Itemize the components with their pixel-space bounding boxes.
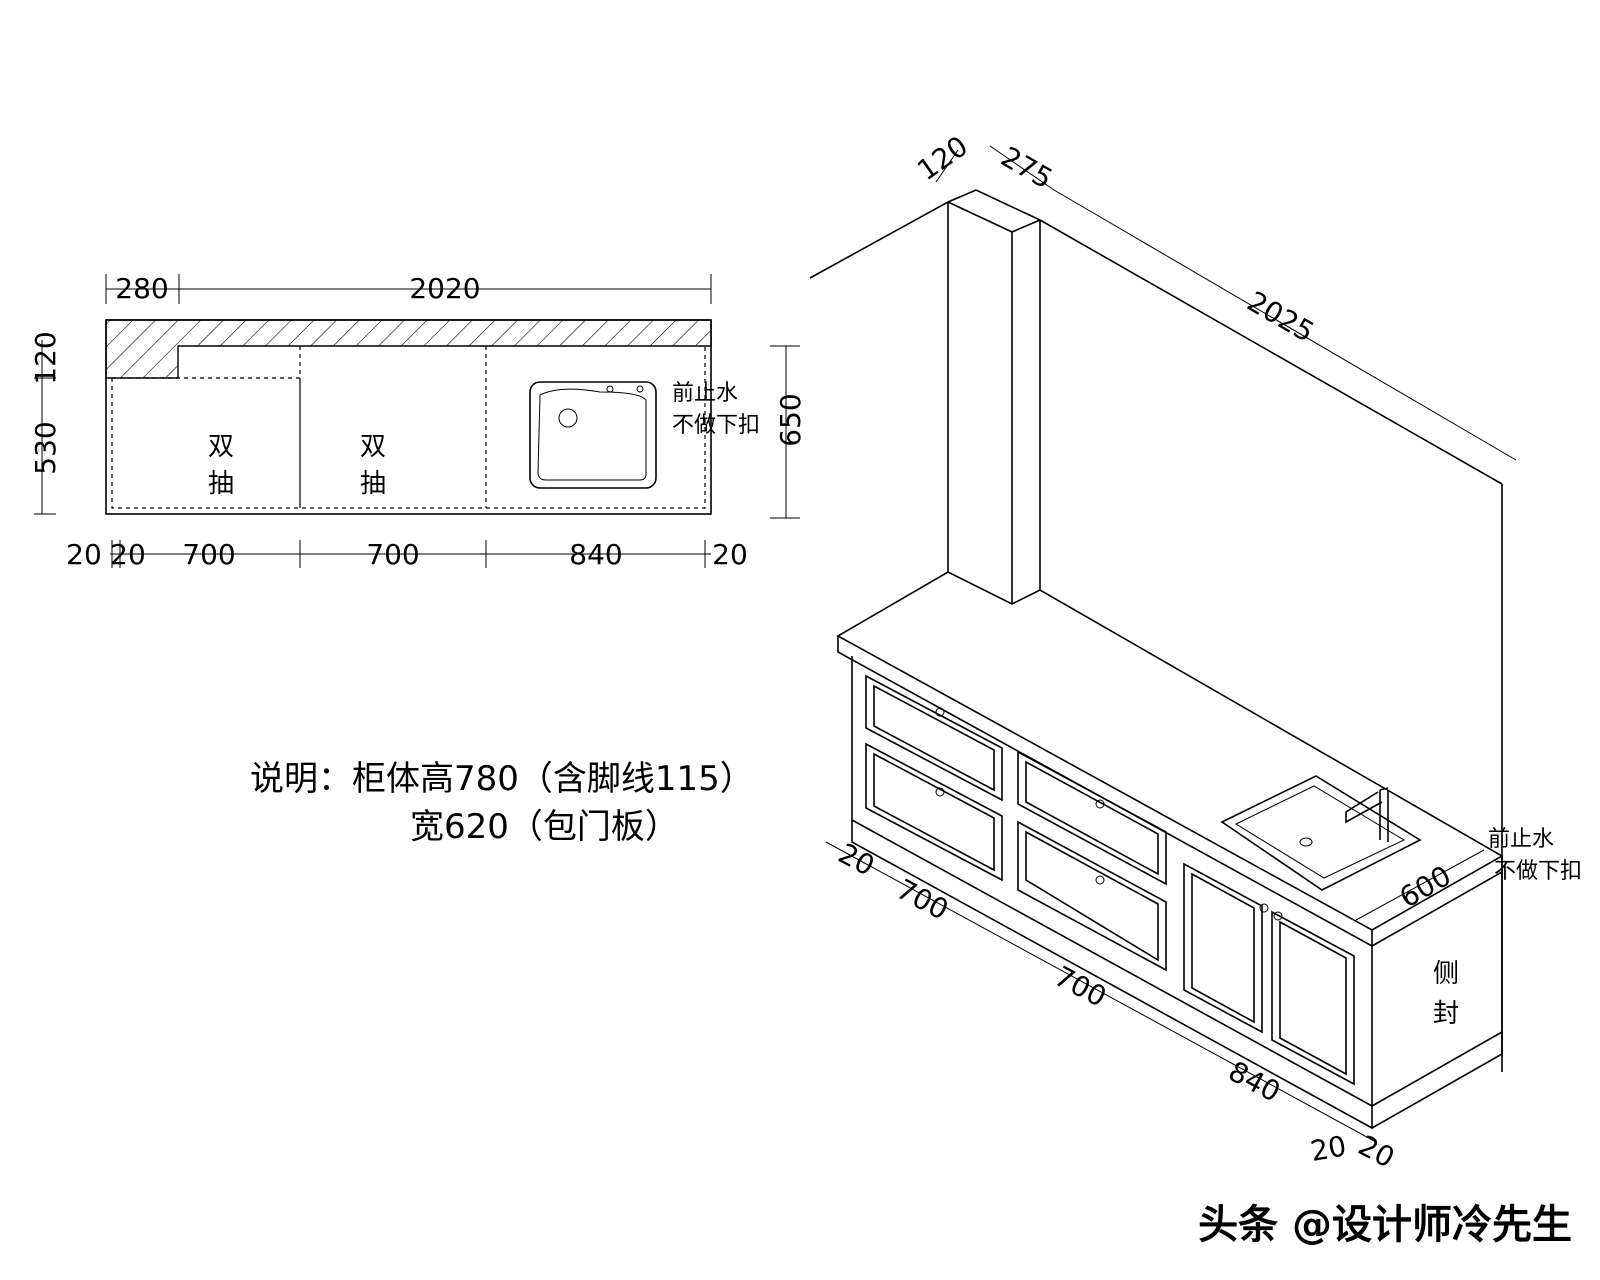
iso-drawers <box>865 674 1167 972</box>
iso-view: 120 275 2025 600 20 700 700 840 20 20 侧 … <box>809 129 1582 1175</box>
iso-dim-275: 275 <box>995 140 1058 195</box>
iso-dim-20-c: 20 <box>1353 1129 1400 1175</box>
dim-20-c: 20 <box>712 538 748 571</box>
iso-sink-note-b: 不做下扣 <box>1494 859 1582 884</box>
dim-700-b: 700 <box>366 538 419 571</box>
watermark: 头条 @设计师冷先生 <box>1198 1202 1572 1248</box>
dim-20-a: 20 <box>66 538 102 571</box>
note-line-1: 说明：柜体高780（含脚线115） <box>250 759 754 799</box>
plan-outline <box>105 319 712 515</box>
iso-cabinet-front <box>851 656 1373 1108</box>
dim-120-left: 120 <box>29 331 62 384</box>
iso-sink <box>1220 775 1422 891</box>
iso-dim-840: 840 <box>1223 1054 1286 1108</box>
dim-2020: 2020 <box>409 272 480 305</box>
iso-dim-700-b: 700 <box>1049 959 1112 1013</box>
dim-650: 650 <box>774 393 807 446</box>
drawer-2-label-b: 抽 <box>360 469 386 499</box>
drawer-1-label-a: 双 <box>208 432 234 462</box>
plan-dim-top: 280 2020 <box>105 272 712 305</box>
plan-sink-note-b: 不做下扣 <box>672 413 760 438</box>
dim-530: 530 <box>29 421 62 474</box>
note-line-2: 宽620（包门板） <box>410 807 679 847</box>
iso-dim-600: 600 <box>1394 859 1457 914</box>
iso-dim-20-b: 20 <box>1308 1129 1349 1168</box>
plan-dim-bottom: 20 20 700 700 840 20 <box>66 538 748 571</box>
plan-sink <box>529 381 657 489</box>
iso-doors <box>1183 862 1355 1086</box>
dim-20-b: 20 <box>110 538 146 571</box>
plan-dim-right: 650 <box>770 345 807 519</box>
iso-side-label-a: 侧 <box>1433 959 1459 989</box>
iso-dim-2025: 2025 <box>1242 285 1320 349</box>
iso-side-label-b: 封 <box>1433 999 1459 1029</box>
dim-840: 840 <box>569 538 622 571</box>
plan-sink-note-a: 前止水 <box>672 381 738 406</box>
iso-dim-700-a: 700 <box>891 872 954 926</box>
plan-view: 280 2020 120 530 650 20 20 70 <box>29 272 807 571</box>
dim-280: 280 <box>115 272 168 305</box>
drawer-1-label-b: 抽 <box>208 469 234 499</box>
iso-dim-20-a: 20 <box>833 837 880 883</box>
iso-countertop <box>836 571 1504 931</box>
drawer-2-label-a: 双 <box>360 432 386 462</box>
dim-700-a: 700 <box>182 538 235 571</box>
iso-sink-note-a: 前止水 <box>1488 827 1554 852</box>
wall-hatch <box>105 319 712 379</box>
plan-dim-left: 120 530 <box>29 331 62 515</box>
iso-dim-120: 120 <box>911 129 974 187</box>
